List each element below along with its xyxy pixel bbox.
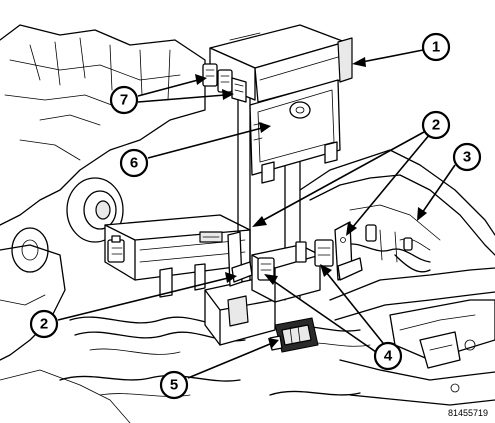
control-module (202, 24, 353, 184)
engine-bay-background (0, 24, 495, 423)
svg-text:5: 5 (170, 377, 178, 394)
module-connector-b (217, 69, 233, 93)
module-connector-a (202, 63, 218, 87)
svg-text:7: 7 (120, 92, 128, 109)
callout-6: 6 (119, 148, 149, 178)
svg-text:4: 4 (384, 348, 393, 365)
bottom-connector-5 (269, 317, 319, 353)
mounting-bracket (104, 94, 363, 346)
mounting-plate (249, 79, 341, 176)
callout-5: 5 (159, 370, 189, 400)
svg-text:6: 6 (130, 155, 138, 172)
figure-reference-number: 81455719 (448, 408, 488, 418)
callout-2-bottom: 2 (29, 309, 59, 339)
connector-right (314, 239, 334, 267)
svg-text:2: 2 (40, 316, 48, 333)
svg-text:3: 3 (463, 149, 471, 166)
callout-4: 4 (373, 341, 403, 371)
leader-lines (57, 49, 456, 379)
callout-1: 1 (421, 32, 451, 62)
callout-2-top: 2 (421, 110, 451, 140)
connector-left (257, 257, 275, 281)
svg-text:2: 2 (432, 117, 440, 134)
callout-7: 7 (109, 85, 139, 115)
callout-3: 3 (452, 142, 482, 172)
svg-text:1: 1 (432, 39, 440, 56)
